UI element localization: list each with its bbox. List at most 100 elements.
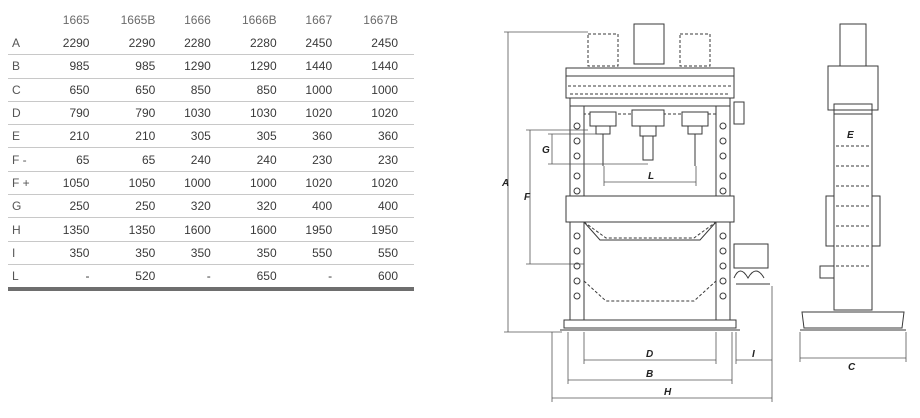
table-cell: 1440	[292, 54, 349, 79]
table-cell: 2290	[105, 32, 172, 56]
dim-label-d: D	[646, 349, 653, 360]
table-cell: -	[50, 264, 106, 292]
row-label: L	[8, 264, 50, 292]
dim-label-c: C	[848, 362, 856, 373]
row-label: I	[8, 241, 50, 265]
table-cell: 1020	[292, 101, 349, 126]
row-label: E	[8, 124, 50, 149]
table-cell: 1600	[171, 217, 227, 242]
column-header: 1666	[184, 13, 211, 27]
table-cell: 1950	[292, 217, 349, 242]
table-cell: 65	[50, 147, 106, 172]
row-label: D	[8, 101, 50, 126]
table-cell: 65	[105, 147, 172, 172]
table-cell: 1020	[292, 171, 349, 196]
dim-label-a: A	[501, 178, 509, 189]
table-header-row: 1665 1665B 1666 1666B 1667 1667B	[8, 8, 414, 32]
table-cell: 230	[348, 147, 414, 172]
table-cell: 250	[50, 194, 106, 219]
row-label: H	[8, 217, 50, 242]
table-cell: 520	[105, 264, 172, 292]
table-cell: 1030	[171, 101, 227, 126]
side-control-box	[733, 101, 745, 125]
table-cell: 1950	[348, 217, 414, 242]
table-cell: 1290	[171, 54, 227, 79]
press-base	[563, 319, 737, 329]
table-cell: 1020	[348, 101, 414, 126]
top-cylinder-left-dashed	[587, 33, 619, 67]
column-header: 1665B	[120, 13, 156, 27]
row-label: A	[8, 32, 50, 56]
table-cell: 320	[226, 194, 293, 219]
column-holes	[573, 122, 727, 300]
table-cell: 320	[171, 194, 227, 219]
dim-label-i: I	[752, 349, 755, 360]
table-cell: 1030	[226, 101, 293, 126]
press-bed	[565, 195, 735, 223]
table-cell: 790	[105, 101, 172, 126]
table-cell: 350	[171, 241, 227, 265]
dim-label-g: G	[542, 145, 550, 156]
column-header: 1667B	[363, 13, 398, 27]
table-cell: 305	[226, 124, 293, 149]
table-row: L-520-650-600	[8, 264, 414, 292]
table-cell: 1000	[348, 78, 414, 102]
dim-label-h: H	[664, 387, 672, 398]
table-cell: 230	[292, 147, 349, 172]
row-label: F +	[8, 171, 50, 196]
ram-left	[589, 111, 617, 127]
table-cell: 790	[50, 101, 106, 126]
row-label: C	[8, 78, 50, 102]
table-cell: 240	[171, 147, 227, 172]
table-cell: 1000	[171, 171, 227, 196]
top-cylinder	[633, 23, 665, 65]
table-cell: 305	[171, 124, 227, 149]
table-cell: 360	[348, 124, 414, 149]
table-cell: 350	[50, 241, 106, 265]
dim-label-f: F	[524, 192, 531, 203]
table-cell: 650	[226, 264, 293, 292]
table-cell: 650	[50, 78, 106, 102]
table-cell: 210	[50, 124, 106, 149]
ram-right	[681, 111, 709, 127]
table-cell: 1350	[105, 217, 172, 242]
table-cell: 1440	[348, 54, 414, 79]
table-cell: -	[171, 264, 227, 292]
side-pump	[819, 265, 835, 279]
table-cell: 250	[105, 194, 172, 219]
row-label: B	[8, 54, 50, 79]
table-cell: 2290	[50, 32, 106, 56]
dim-label-l: L	[648, 171, 654, 182]
table-cell: 1050	[50, 171, 106, 196]
table-cell: 985	[50, 54, 106, 79]
top-cylinder-right-dashed	[679, 33, 711, 67]
side-frame	[833, 113, 873, 311]
hand-pump	[733, 243, 769, 269]
table-cell: 550	[348, 241, 414, 265]
dim-label-e: E	[847, 130, 854, 141]
table-cell: 210	[105, 124, 172, 149]
table-cell: 850	[171, 78, 227, 102]
table-cell: 2450	[348, 32, 414, 56]
row-label: F -	[8, 147, 50, 172]
table-cell: 650	[105, 78, 172, 102]
table-cell: 2280	[226, 32, 293, 56]
table-cell: 1290	[226, 54, 293, 79]
table-cell: -	[292, 264, 349, 292]
table-cell: 850	[226, 78, 293, 102]
table-cell: 1600	[226, 217, 293, 242]
table-cell: 350	[105, 241, 172, 265]
table-cell: 240	[226, 147, 293, 172]
row-label: G	[8, 194, 50, 219]
table-cell: 550	[292, 241, 349, 265]
